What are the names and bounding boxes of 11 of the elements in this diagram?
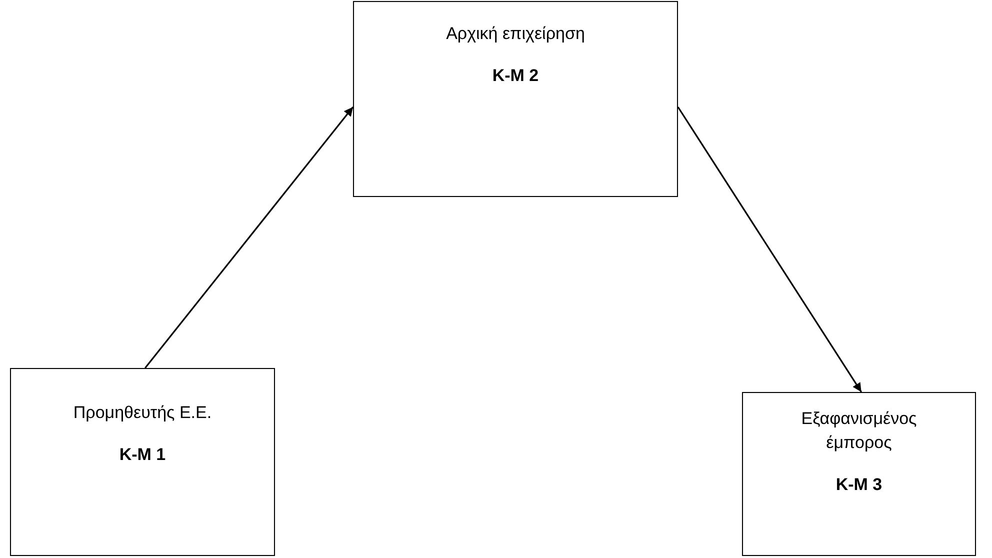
process-box <box>10 368 275 556</box>
node-code: Κ-Μ 3 <box>836 474 882 495</box>
node-title: Προμηθευτής Ε.Ε. <box>73 402 212 424</box>
node-code: Κ-Μ 2 <box>492 66 539 86</box>
node-code: Κ-Μ 1 <box>119 444 166 465</box>
node-title: Αρχική επιχείρηση <box>446 23 585 45</box>
process-box <box>353 1 678 197</box>
arrow <box>677 106 862 392</box>
arrow <box>144 106 354 368</box>
process-box <box>742 392 976 556</box>
node-title: Εξαφανισμένος έμπορος <box>800 408 918 454</box>
